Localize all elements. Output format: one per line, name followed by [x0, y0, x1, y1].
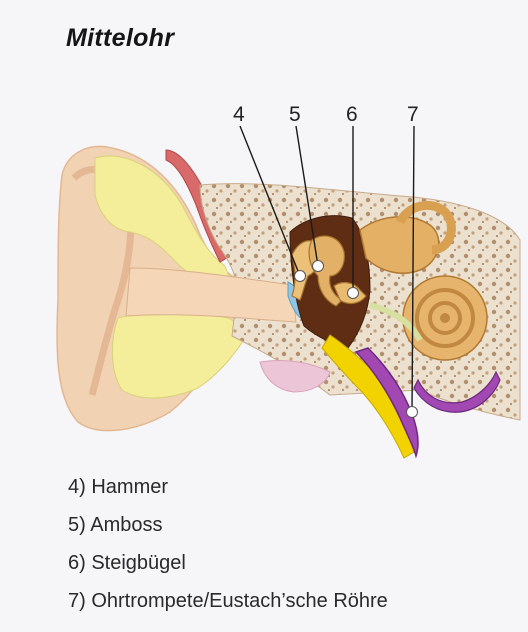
callout-dot-4: [295, 271, 306, 282]
middle-ear-diagram: 4 5 6 7: [0, 0, 528, 470]
legend-item-amboss: 5) Amboss: [68, 506, 388, 544]
callout-number-4: 4: [233, 103, 245, 126]
legend-list: 4) Hammer 5) Amboss 6) Steigbügel 7) Ohr…: [68, 468, 388, 620]
legend-item-steigbuegel: 6) Steigbügel: [68, 544, 388, 582]
cartilage-lower-shape: [112, 312, 250, 398]
legend-item-ohrtrompete: 7) Ohrtrompete/Eustach’sche Röhre: [68, 582, 388, 620]
callout-number-6: 6: [346, 103, 358, 126]
legend-item-hammer: 4) Hammer: [68, 468, 388, 506]
callout-dot-6: [348, 288, 359, 299]
callout-dot-7: [407, 407, 418, 418]
callout-dot-5: [313, 261, 324, 272]
callout-number-7: 7: [407, 103, 419, 126]
callout-number-5: 5: [289, 103, 301, 126]
